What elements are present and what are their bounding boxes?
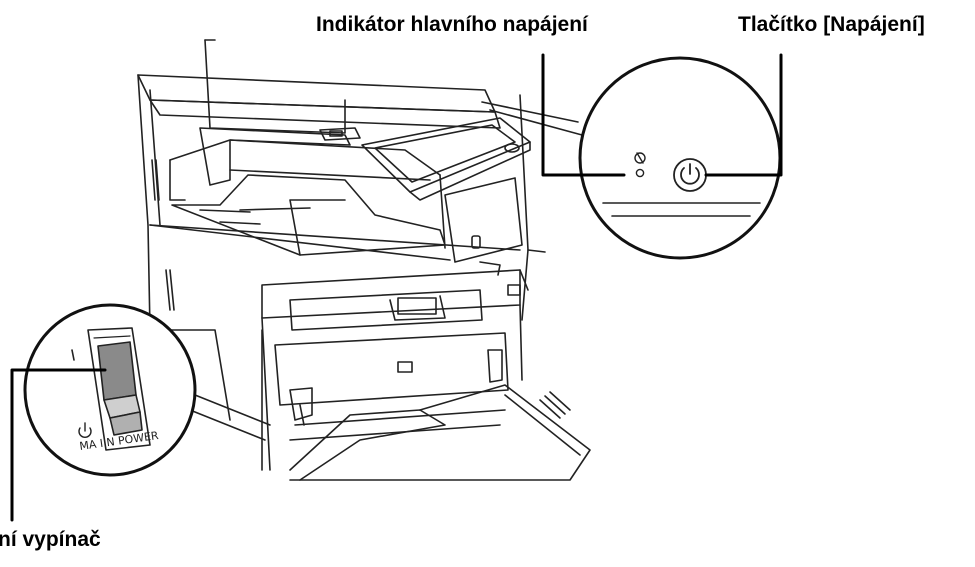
callout-leader-bottom	[10, 368, 107, 522]
main-power-switch-label: ní vypínač	[0, 528, 101, 551]
power-plug-icon	[634, 152, 646, 178]
document-feeder	[137, 39, 501, 186]
switch-power-icon	[78, 422, 92, 438]
control-panel	[361, 117, 531, 276]
main-power-switch[interactable]	[97, 341, 143, 436]
callout-leaders-top	[541, 53, 783, 177]
output-tray	[149, 139, 451, 261]
main-power-indicator-label: Indikátor hlavního napájení	[316, 13, 588, 36]
power-button-label: Tlačítko [Napájení]	[738, 13, 925, 36]
magnified-main-switch: MA I N POWER	[23, 303, 271, 477]
